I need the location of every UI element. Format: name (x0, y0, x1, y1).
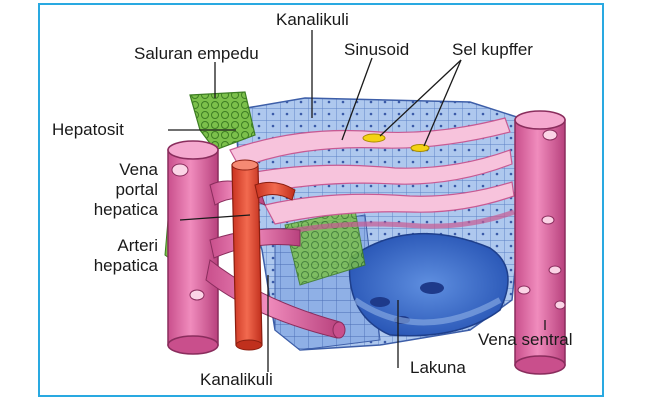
label-vena-portal-line3: hepatica (93, 200, 158, 219)
portal-vein (167, 140, 346, 355)
label-sinusoid: Sinusoid (344, 40, 410, 59)
kupffer-cell (362, 133, 386, 143)
label-arteri-hepatica-line2: hepatica (93, 256, 158, 275)
label-arteri-hepatica: Arteri hepatica (60, 236, 158, 276)
label-vena-portal-line1: Vena (119, 160, 158, 179)
label-vena-portal-line2: portal (115, 180, 158, 199)
label-vena-portal: Vena portal hepatica (60, 160, 158, 220)
kupffer-cell (410, 144, 430, 152)
leader-lines (168, 30, 546, 372)
label-arteri-hepatica-line1: Arteri (117, 236, 158, 255)
label-saluran-empedu: Saluran empedu (134, 44, 259, 63)
label-hepatosit: Hepatosit (52, 120, 124, 139)
central-vein (514, 110, 566, 375)
label-sel-kupffer: Sel kupffer (452, 40, 533, 59)
label-kanalikuli-bottom: Kanalikuli (200, 370, 273, 389)
sinusoid-channels (229, 117, 515, 235)
label-vena-sentral: Vena sentral (478, 330, 573, 349)
label-kanalikuli-top: Kanalikuli (276, 10, 349, 29)
hepatic-artery (231, 159, 296, 351)
label-lakuna: Lakuna (410, 358, 466, 377)
